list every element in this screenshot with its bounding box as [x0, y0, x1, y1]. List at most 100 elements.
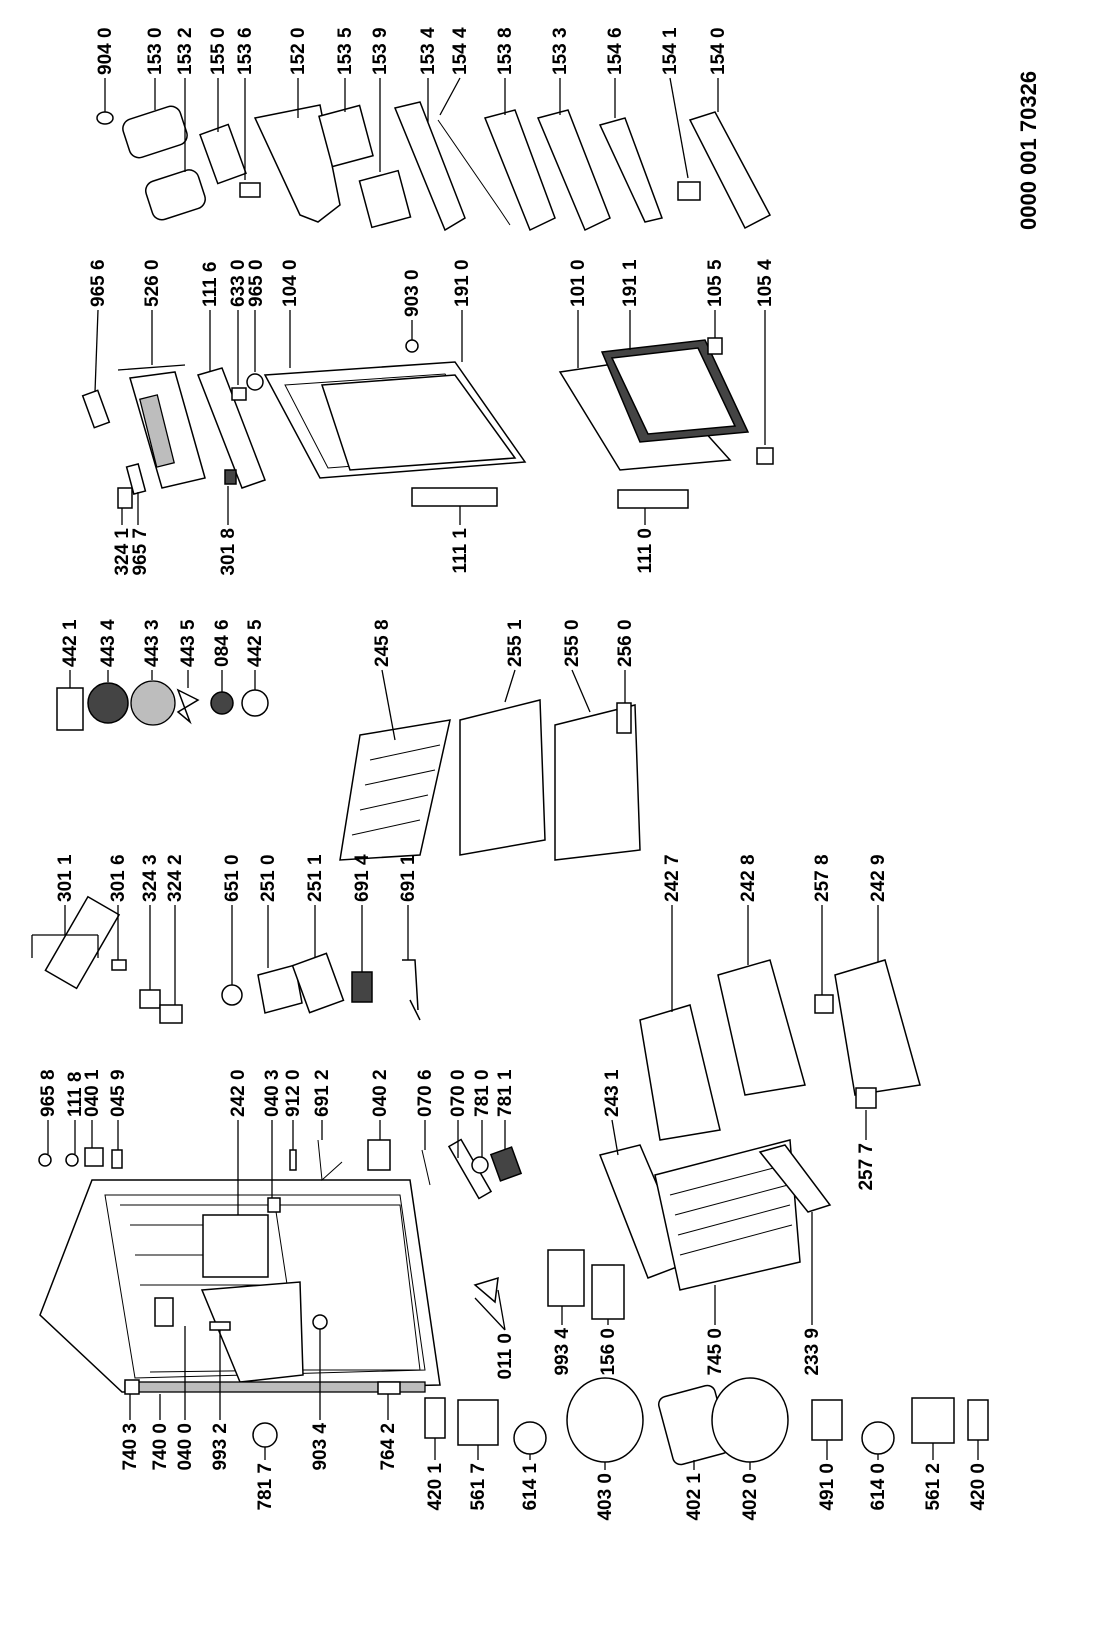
part-label: 903 0 — [402, 269, 423, 317]
part-label: 965 7 — [130, 528, 151, 576]
part-label: 561 2 — [923, 1463, 944, 1511]
part-324-2-drawing — [159, 1004, 183, 1024]
part-781-0-drawing — [471, 1156, 489, 1174]
door-cutout-panel — [200, 1281, 304, 1383]
part-label: 105 4 — [755, 259, 776, 307]
part-label: 111 8 — [65, 1072, 86, 1117]
part-label: 256 0 — [615, 619, 636, 667]
part-label: 993 4 — [552, 1328, 573, 1376]
part-443-5-drawing — [176, 688, 200, 725]
part-label: 691 4 — [352, 854, 373, 902]
part-label: 105 5 — [705, 259, 726, 307]
drawers-group — [547, 959, 921, 1320]
cabinet-group — [38, 1138, 523, 1448]
part-255-1-drawing — [459, 699, 546, 856]
part-label: 153 0 — [145, 27, 166, 75]
part-153-9-drawing — [358, 169, 412, 229]
part-label: 245 8 — [372, 619, 393, 667]
part-label: 614 0 — [868, 1463, 889, 1511]
part-154-6-drawing — [598, 117, 663, 223]
part-label: 154 0 — [708, 27, 729, 75]
part-label: 965 8 — [38, 1069, 59, 1117]
part-label: 243 1 — [602, 1069, 623, 1117]
part-111-8-drawing — [65, 1153, 79, 1167]
part-label: 781 7 — [255, 1463, 276, 1511]
part-324-3-drawing — [139, 989, 161, 1009]
part-105-5-drawing — [707, 337, 723, 355]
part-040-1-drawing — [84, 1147, 104, 1167]
part-label: 242 7 — [662, 854, 683, 902]
part-084-6-drawing — [210, 691, 234, 715]
part-443-4-drawing — [87, 682, 129, 724]
part-label: 242 8 — [738, 854, 759, 902]
part-111-1-drawing — [411, 487, 498, 507]
part-label: 651 0 — [222, 854, 243, 902]
part-156-0-drawing — [591, 1264, 625, 1320]
part-154-1-drawing — [677, 181, 701, 201]
part-153-4-drawing — [393, 101, 466, 232]
part-label: 153 5 — [335, 27, 356, 75]
part-045-9-drawing — [111, 1149, 123, 1169]
part-740-3-drawing — [124, 1379, 140, 1395]
part-labels: 904 0 153 0 153 2 155 0 153 6 152 0 153 … — [38, 27, 989, 1521]
part-561-7-drawing — [457, 1399, 499, 1446]
part-label: 740 0 — [150, 1423, 171, 1471]
part-256-0-drawing — [616, 702, 632, 734]
evaporator-group — [44, 895, 421, 1024]
part-label: 324 3 — [140, 854, 161, 902]
part-label: 403 0 — [595, 1473, 616, 1521]
part-903-4-drawing — [312, 1314, 328, 1330]
part-label: 402 0 — [740, 1473, 761, 1521]
part-label: 491 0 — [817, 1463, 838, 1511]
part-label: 045 9 — [108, 1069, 129, 1117]
door-bins-group — [96, 101, 772, 232]
part-561-2-drawing — [911, 1397, 955, 1444]
part-label: 903 4 — [310, 1423, 331, 1471]
cabinet-body — [39, 1179, 441, 1393]
part-label: 154 4 — [450, 27, 471, 75]
part-label: 904 0 — [95, 27, 116, 75]
part-label: 301 6 — [108, 854, 129, 902]
fan-shelves-group — [56, 680, 641, 861]
part-526-0-detail — [139, 394, 175, 468]
part-label: 781 1 — [495, 1069, 516, 1117]
part-781-1-drawing — [489, 1146, 523, 1182]
part-242-0-drawing — [202, 1214, 269, 1278]
part-label: 614 1 — [520, 1463, 541, 1511]
part-154-4-drawing — [437, 119, 511, 226]
part-691-1-drawing — [402, 959, 421, 1021]
part-label: 442 5 — [245, 619, 266, 667]
part-label: 442 1 — [60, 619, 81, 667]
part-420-0-drawing — [967, 1399, 989, 1441]
part-242-9-drawing — [834, 959, 921, 1096]
part-label: 301 1 — [55, 854, 76, 902]
part-label: 781 0 — [472, 1069, 493, 1117]
part-781-7-drawing — [252, 1422, 278, 1448]
part-257-8-drawing — [814, 994, 834, 1014]
part-526-0-drawing — [129, 371, 206, 489]
part-label: 242 9 — [868, 854, 889, 902]
part-label: 420 0 — [968, 1463, 989, 1511]
part-614-0-drawing — [861, 1421, 895, 1455]
part-111-6-drawing — [197, 367, 266, 489]
part-label: 443 3 — [142, 619, 163, 667]
part-443-3-drawing — [130, 680, 176, 726]
part-245-8-drawing — [339, 719, 451, 861]
part-label: 242 0 — [228, 1069, 249, 1117]
part-691-4-drawing — [351, 971, 373, 1003]
part-965-6-drawing — [81, 389, 111, 429]
part-label: 251 1 — [305, 854, 326, 902]
part-label: 912 0 — [283, 1069, 304, 1117]
part-442-1-drawing — [56, 687, 84, 731]
doors-controls-group — [81, 337, 774, 509]
part-label: 691 2 — [312, 1069, 333, 1117]
part-301-8-drawing — [224, 469, 237, 485]
part-label: 154 1 — [660, 27, 681, 75]
part-491-0-drawing — [811, 1399, 843, 1441]
part-301-6-drawing — [111, 959, 127, 971]
part-614-1-drawing — [513, 1421, 547, 1455]
part-label: 153 8 — [495, 27, 516, 75]
part-993-2-drawing — [209, 1321, 231, 1331]
part-label: 420 1 — [425, 1463, 446, 1511]
